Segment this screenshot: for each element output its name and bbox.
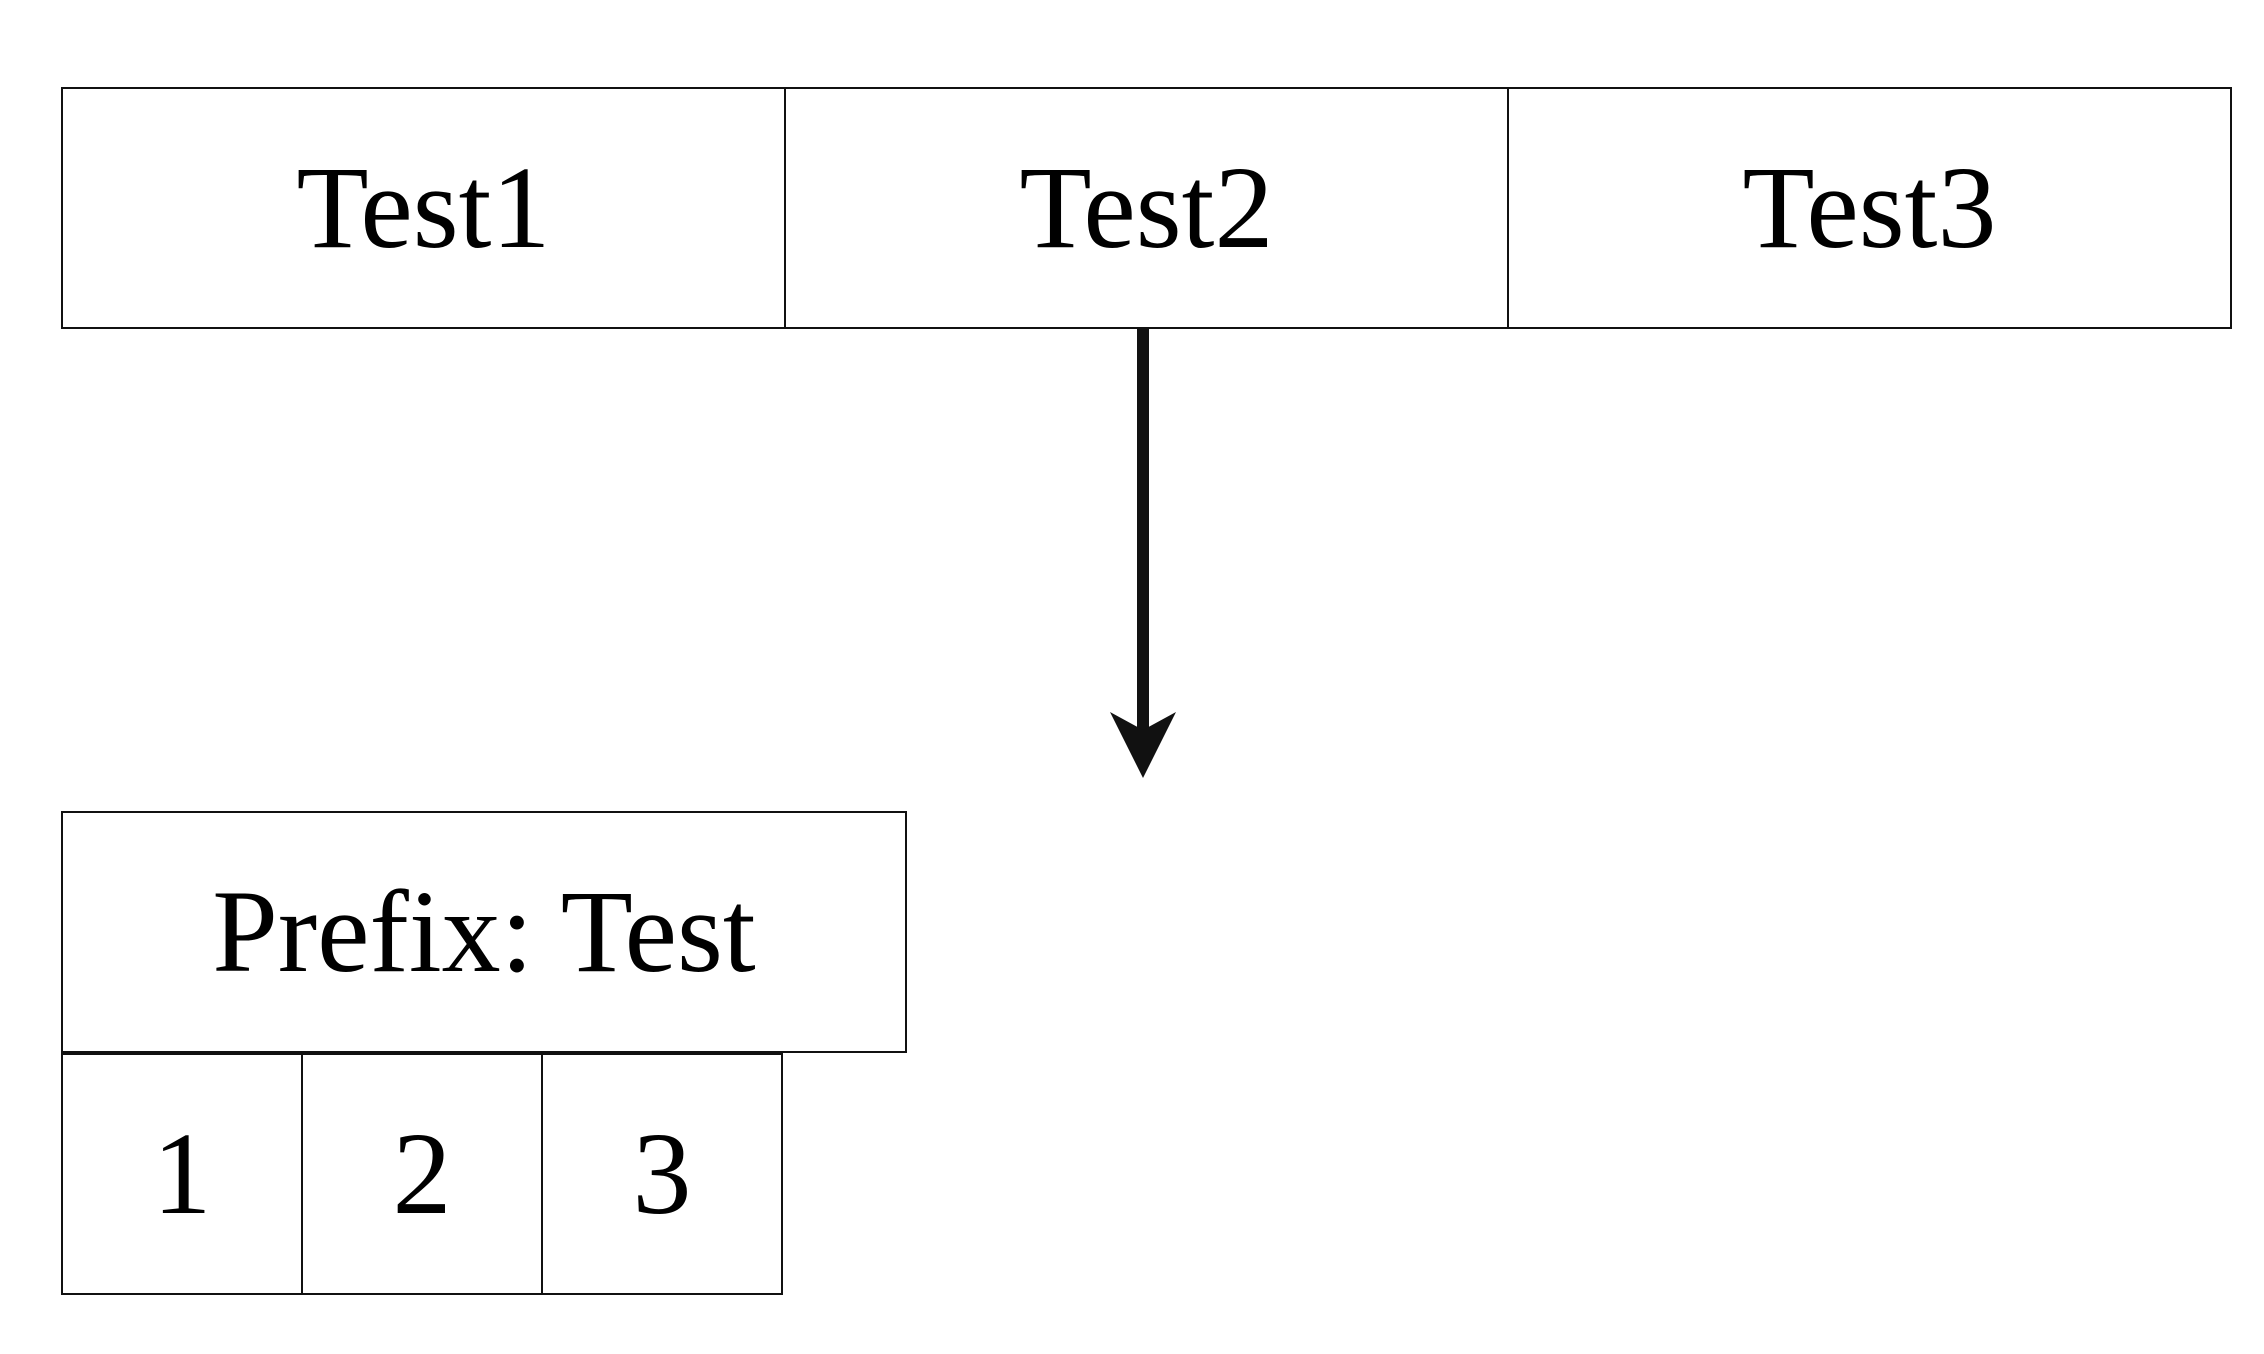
top-cell-label: Test1 <box>296 142 551 273</box>
digit-cell-2: 2 <box>301 1053 543 1295</box>
top-cell-test3: Test3 <box>1507 87 2232 329</box>
top-cell-label: Test2 <box>1019 142 1274 273</box>
prefix-label: Prefix: Test <box>212 866 756 997</box>
digit-cell-1: 1 <box>61 1053 303 1295</box>
prefix-box: Prefix: Test <box>61 811 907 1053</box>
arrow-head <box>1110 712 1176 778</box>
digit-cell-3: 3 <box>541 1053 783 1295</box>
top-cell-label: Test3 <box>1742 142 1997 273</box>
digit-label: 3 <box>632 1108 692 1239</box>
top-cell-test2: Test2 <box>784 87 1509 329</box>
digit-label: 2 <box>392 1108 452 1239</box>
top-cell-test1: Test1 <box>61 87 786 329</box>
digit-label: 1 <box>152 1108 212 1239</box>
